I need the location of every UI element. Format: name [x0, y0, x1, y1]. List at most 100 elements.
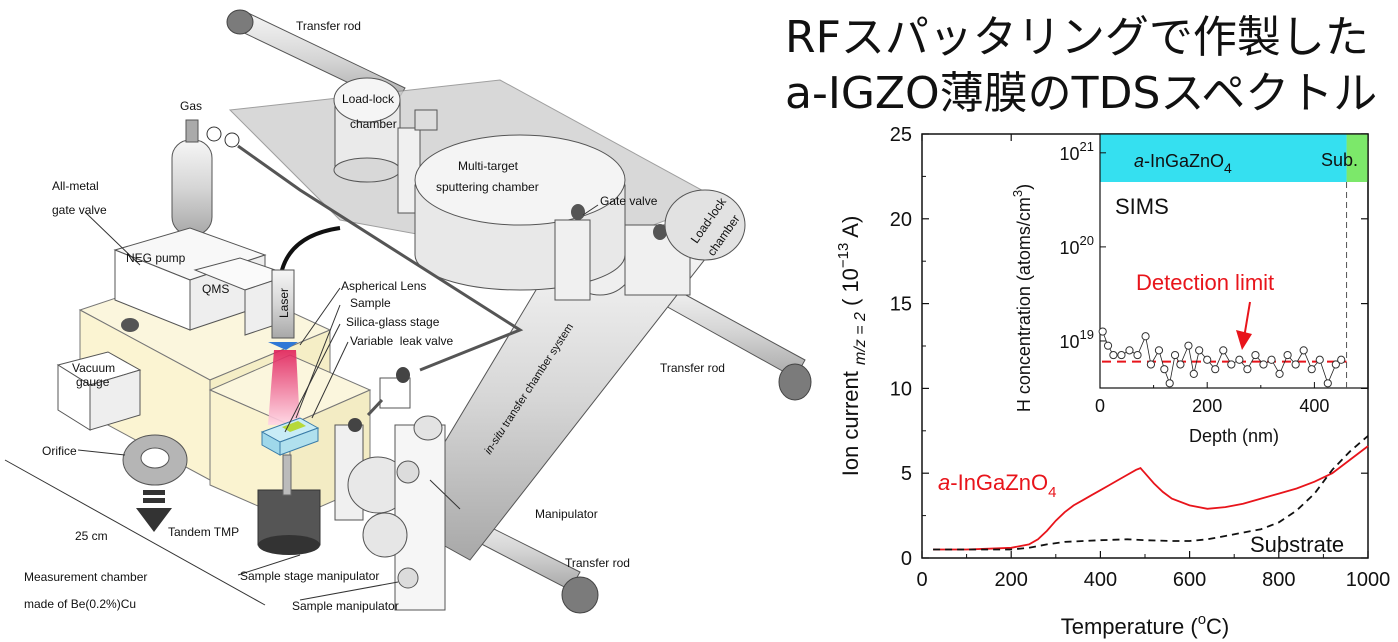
- x-tick-label: 200: [995, 569, 1028, 591]
- label-stage-manipulator: Sample stage manipulator: [240, 569, 379, 583]
- inset-sims-point: [1291, 360, 1300, 369]
- inset-sims-points: [1098, 327, 1346, 388]
- inset-sims-line: [1102, 331, 1342, 385]
- gate-valve-2-shape: [554, 189, 746, 301]
- sputtering-chamber-shape: [414, 134, 626, 291]
- inset-sims-point: [1331, 360, 1340, 369]
- label-manipulator: Manipulator: [535, 507, 598, 521]
- series-label-film: a-InGaZnO4: [938, 470, 1056, 501]
- inset-method-label: SIMS: [1115, 194, 1169, 219]
- inset-sims-point: [1109, 350, 1118, 360]
- inset-sims-point: [1141, 332, 1150, 341]
- inset-y-tick-label: 1019: [1060, 327, 1095, 352]
- label-sample: Sample: [350, 296, 391, 310]
- label-multi-target-b: sputtering chamber: [436, 180, 539, 194]
- scale-line: [4, 459, 266, 606]
- inset-sims-point: [1170, 350, 1180, 360]
- x-tick-label: 800: [1262, 569, 1295, 591]
- label-all-metal-a: All-metal: [52, 179, 99, 193]
- label-neg-pump: NEG pump: [126, 251, 186, 265]
- x-tick-label: 600: [1173, 569, 1206, 591]
- y-tick-label: 5: [901, 463, 912, 485]
- label-sample-manipulator: Sample manipulator: [292, 599, 399, 613]
- y-axis-title: Ion current m/z = 2 ( 10−13 A): [835, 216, 869, 477]
- inset-region-film-label: a-InGaZnO4: [1134, 151, 1232, 176]
- inset-sims-point: [1219, 346, 1228, 355]
- label-leak-valve: Variable leak valve: [350, 334, 453, 348]
- inset-sims-point: [1133, 350, 1142, 360]
- label-scale: 25 cm: [75, 529, 108, 543]
- inset-sims-point: [1117, 350, 1126, 360]
- inset-sims-point: [1098, 327, 1107, 336]
- transfer-rod-right-shape: [654, 281, 812, 401]
- inset-sims-point: [1307, 365, 1316, 374]
- inset-sims-point: [1103, 341, 1113, 350]
- inset-sims-point: [1184, 341, 1193, 350]
- x-tick-label: 0: [916, 569, 927, 591]
- inset-sims-point: [1165, 379, 1174, 388]
- series-line-substrate: [933, 435, 1369, 551]
- label-vacuum-a: Vacuum: [72, 361, 115, 375]
- gas-cylinder-shape: [171, 119, 524, 372]
- label-vacuum-b: gauge: [76, 375, 110, 389]
- inset-sims-point: [1283, 350, 1292, 360]
- inset-region-sub-label: Sub.: [1321, 150, 1358, 170]
- y-tick-label: 25: [890, 124, 912, 146]
- label-qms: QMS: [202, 282, 229, 296]
- label-transfer-rod-top: Transfer rod: [296, 19, 361, 33]
- inset-y-tick-label: 1021: [1060, 139, 1095, 164]
- inset-sims-point: [1267, 355, 1276, 364]
- label-all-metal-b: gate valve: [52, 203, 107, 217]
- manipulator-shape: [334, 415, 446, 611]
- y-tick-label: 0: [901, 548, 912, 570]
- label-load-lock-1b: chamber: [350, 117, 397, 131]
- label-multi-target-a: Multi-target: [458, 159, 519, 173]
- inset-sims-point: [1203, 355, 1212, 364]
- inset-sims-point: [1259, 360, 1268, 369]
- inset-sims-point: [1125, 346, 1134, 355]
- inset-sims-point: [1275, 369, 1284, 378]
- inset-sims-point: [1337, 355, 1346, 364]
- inset-region-substrate: [1346, 134, 1368, 182]
- y-tick-label: 10: [890, 378, 912, 400]
- x-tick-label: 400: [1084, 569, 1117, 591]
- inset-sims-point: [1299, 346, 1308, 355]
- inset-x-tick-label: 400: [1299, 396, 1329, 416]
- series-line-a-ingazno4: [933, 445, 1369, 551]
- label-load-lock-1a: Load-lock: [342, 92, 395, 106]
- inset-sims-point: [1235, 355, 1244, 364]
- inset-y-tick-label: 1020: [1060, 233, 1095, 258]
- inset-sims-point: [1160, 365, 1169, 374]
- inset-sims-point: [1195, 346, 1204, 355]
- label-transfer-rod-right: Transfer rod: [660, 361, 725, 375]
- inset-x-tick-label: 0: [1095, 396, 1105, 416]
- leader-lines: [77, 204, 599, 601]
- inset-axis-ticks: 0 200 400 1019 1020 1021: [1060, 139, 1330, 416]
- inset-detection-arrow: [1236, 301, 1252, 350]
- inset-sims-point: [1154, 346, 1164, 355]
- label-tandem-tmp: Tandem TMP: [168, 525, 239, 539]
- title-line-1: RFスパッタリングで作製した: [785, 12, 1369, 63]
- inset-sims-point: [1243, 365, 1252, 374]
- inset-x-tick-label: 200: [1192, 396, 1222, 416]
- x-tick-label: 1000: [1346, 569, 1391, 591]
- apparatus-diagram: Transfer rod Gas Load-lock chamber Multi…: [4, 9, 812, 614]
- sims-inset: 0 200 400 1019 1020 1021 a-InGaZnO4 Sub. SIMS…: [1010, 133, 1369, 446]
- label-measurement-a: Measurement chamber: [24, 570, 147, 584]
- inset-frame: [1099, 133, 1369, 389]
- label-transfer-rod-bottom: Transfer rod: [565, 556, 630, 570]
- inset-sims-point: [1323, 379, 1332, 388]
- inset-sims-point: [1146, 360, 1156, 369]
- label-orifice: Orifice: [42, 444, 77, 458]
- inset-sims-point: [1227, 360, 1236, 369]
- inset-sims-point: [1189, 369, 1198, 378]
- label-gas: Gas: [180, 99, 202, 113]
- label-aspherical-lens: Aspherical Lens: [341, 279, 426, 293]
- inset-sims-point: [1251, 350, 1260, 360]
- inset-detection-limit-label: Detection limit: [1136, 270, 1274, 295]
- label-gate-valve: Gate valve: [600, 194, 658, 208]
- series-label-substrate: Substrate: [1250, 532, 1344, 557]
- inset-y-axis-title: H concentration (atoms/cm3): [1010, 184, 1034, 412]
